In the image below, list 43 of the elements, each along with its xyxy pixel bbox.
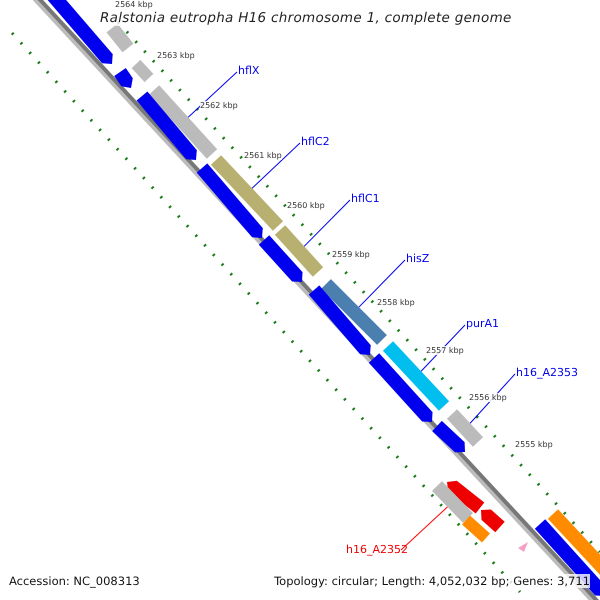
tick-label: 2561 kbp	[244, 151, 282, 160]
gene-bar	[548, 509, 600, 575]
gene-label: hflX	[238, 64, 260, 77]
gene-block	[432, 420, 465, 452]
gene-block	[136, 92, 197, 160]
tick-label: 2559 kbp	[332, 250, 370, 259]
leader-line	[304, 200, 350, 247]
gene-block	[258, 235, 302, 282]
leader-line	[252, 142, 300, 189]
gene-label: hflC1	[351, 192, 380, 205]
gene-block	[308, 285, 371, 355]
gene-block	[114, 68, 133, 88]
tick-label: 2557 kbp	[426, 346, 464, 355]
title: Ralstonia eutropha H16 chromosome 1, complete genome	[100, 10, 512, 26]
gene-label: h16_A2352	[346, 543, 408, 556]
leader-line	[188, 72, 238, 118]
tick-label: 2564 kbp	[115, 0, 153, 9]
gene-bar	[432, 481, 473, 523]
gene-label: h16_A2353	[516, 366, 578, 379]
footer-text: Topology: circular; Length: 4,052,032 bp; Genes: 3,711	[274, 574, 590, 588]
gene-bar	[106, 24, 134, 52]
tick-label: 2555 kbp	[515, 440, 553, 449]
gene-label: hflC2	[301, 135, 330, 148]
tick-label: 2562 kbp	[200, 101, 238, 110]
tick-label: 2563 kbp	[157, 51, 195, 60]
gene-label: hisZ	[406, 252, 430, 265]
leader-line	[400, 506, 448, 550]
gene-bar	[462, 516, 490, 542]
gene-block	[481, 510, 505, 532]
gene-bar	[274, 225, 324, 277]
gene-bar	[132, 60, 154, 82]
footer-text: Accession: NC_008313	[9, 574, 140, 588]
gene-block	[368, 353, 432, 422]
leader-line	[358, 260, 406, 308]
gene-bar	[382, 341, 450, 411]
gene-label: purA1	[466, 317, 499, 330]
tick-label: 2560 kbp	[287, 201, 325, 210]
gene-block	[196, 163, 263, 238]
tick-label: 2558 kbp	[377, 298, 415, 307]
gene-block	[447, 480, 484, 514]
gene-bar	[148, 85, 218, 159]
tick-label: 2556 kbp	[469, 393, 507, 402]
gene-bar	[446, 409, 484, 447]
